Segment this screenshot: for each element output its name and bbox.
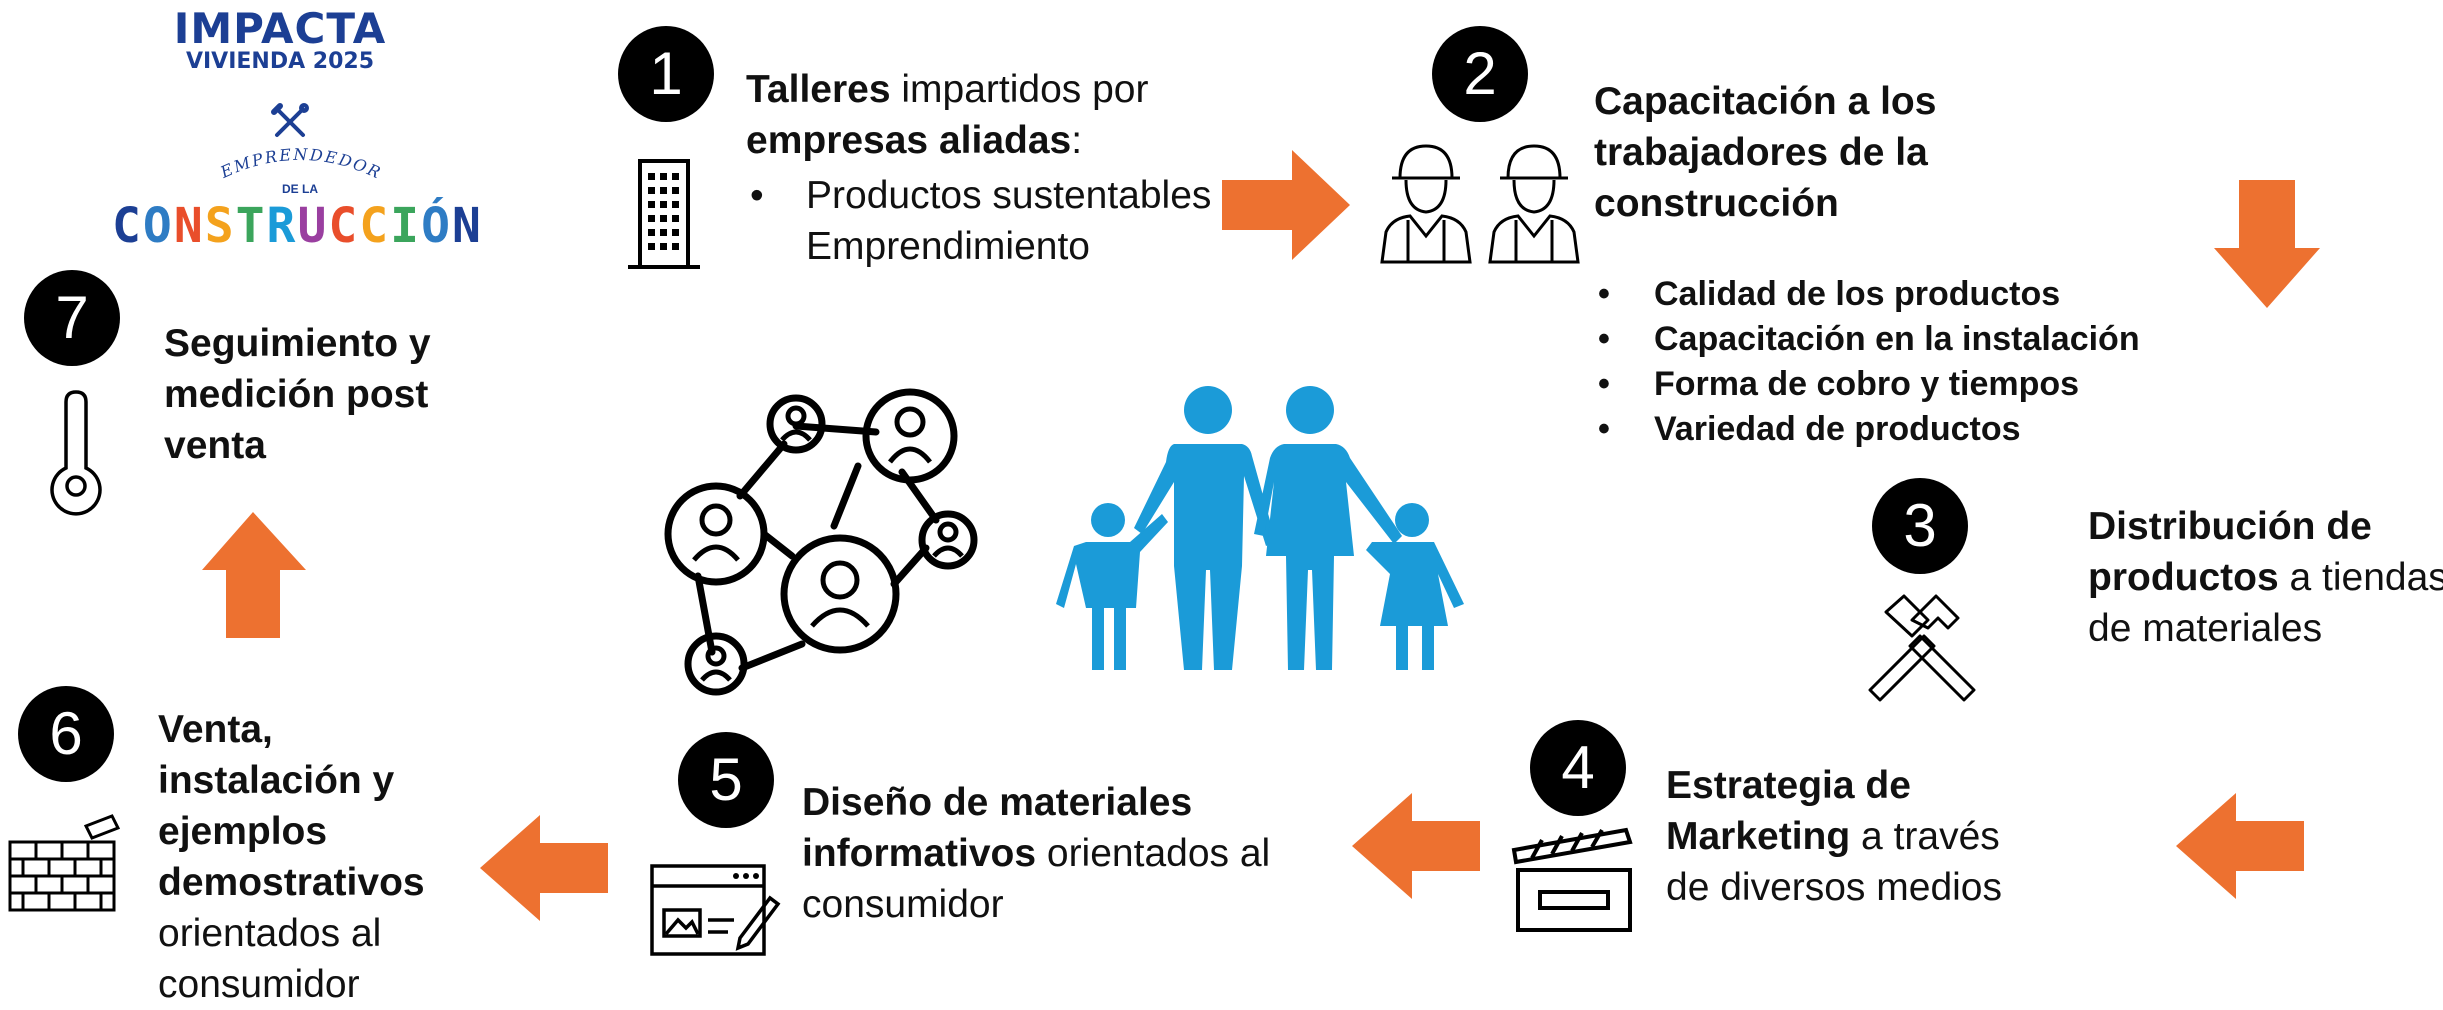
- logo-letter: C: [112, 198, 143, 254]
- step-7-title: Seguimiento y medición post venta: [164, 322, 431, 467]
- logo-letter: S: [204, 198, 236, 254]
- thermometer-icon: [50, 390, 102, 516]
- family-icon: [1056, 386, 1464, 670]
- logo-letter: U: [297, 198, 329, 254]
- logo-letter: R: [266, 198, 298, 254]
- web-design-icon: [650, 864, 781, 956]
- step-5-title: Diseño de materiales informativos orient…: [802, 781, 1271, 926]
- tools-cross-icon: [271, 103, 309, 137]
- logo-construccion: CONSTRUCCIÓN: [112, 200, 483, 252]
- step-2-bullet: Capacitación en la instalación: [1598, 317, 2140, 362]
- step-3-badge: 3: [1872, 478, 1968, 574]
- logo-letter: N: [451, 198, 483, 254]
- step-2-badge: 2: [1432, 26, 1528, 122]
- step-4-title: Estrategia de Marketing a través de dive…: [1666, 764, 2002, 909]
- logo-letter: C: [328, 198, 360, 254]
- brick-wall-icon: [8, 814, 121, 912]
- logo-de-la: DE LA: [282, 182, 318, 196]
- step-2-bullets: Calidad de los productos Capacitación en…: [1596, 272, 2140, 452]
- logo-letter: N: [173, 198, 205, 254]
- step-2-bullet: Forma de cobro y tiempos: [1598, 362, 2140, 407]
- step-1-title: Talleres impartidos por empresas aliadas…: [746, 68, 1149, 162]
- arrow-right-icon: [1222, 150, 1350, 260]
- step-6-badge: 6: [18, 686, 114, 782]
- step-2-bullet: Calidad de los productos: [1598, 272, 2140, 317]
- step-7-badge: 7: [24, 270, 120, 366]
- step-1-bullet: Productos sustentables: [806, 174, 1212, 217]
- impacta-vivienda-logo: IMPACTA VIVIENDA 2025: [150, 8, 410, 74]
- logo-title: IMPACTA: [173, 4, 387, 53]
- step-2-title: Capacitación a los trabajadores de la co…: [1594, 80, 1937, 225]
- clapperboard-icon: [1511, 827, 1633, 932]
- logo-letter: Ó: [421, 198, 452, 254]
- step-5-badge: 5: [678, 732, 774, 828]
- construction-workers-icon: [1380, 144, 1580, 264]
- arrow-left-icon: [480, 815, 608, 921]
- step-1-badge: 1: [618, 26, 714, 122]
- arrow-left-icon: [2176, 793, 2304, 899]
- logo-letter: I: [390, 198, 422, 254]
- logo-subtitle: VIVIENDA 2025: [185, 49, 375, 74]
- step-4-badge: 4: [1530, 720, 1626, 816]
- step-2-bullet: Variedad de productos: [1598, 407, 2140, 452]
- arrow-left-icon: [1352, 793, 1480, 899]
- building-icon: [628, 159, 700, 269]
- logo-letter: T: [235, 198, 267, 254]
- step-1-bullet: Emprendimiento: [806, 225, 1090, 268]
- step-3-title: Distribución de productos a tiendas de m…: [2088, 505, 2443, 650]
- step-1-bullets: •Productos sustentables Emprendimiento: [750, 174, 1212, 268]
- arrow-up-icon: [202, 512, 306, 638]
- step-6-title: Venta, instalación y ejemplos demostrati…: [158, 708, 425, 1006]
- people-network-icon: [664, 388, 978, 696]
- arrow-down-icon: [2214, 180, 2320, 308]
- logo-letter: C: [359, 198, 391, 254]
- hammers-icon: [1868, 594, 1976, 702]
- logo-letter: O: [142, 198, 174, 254]
